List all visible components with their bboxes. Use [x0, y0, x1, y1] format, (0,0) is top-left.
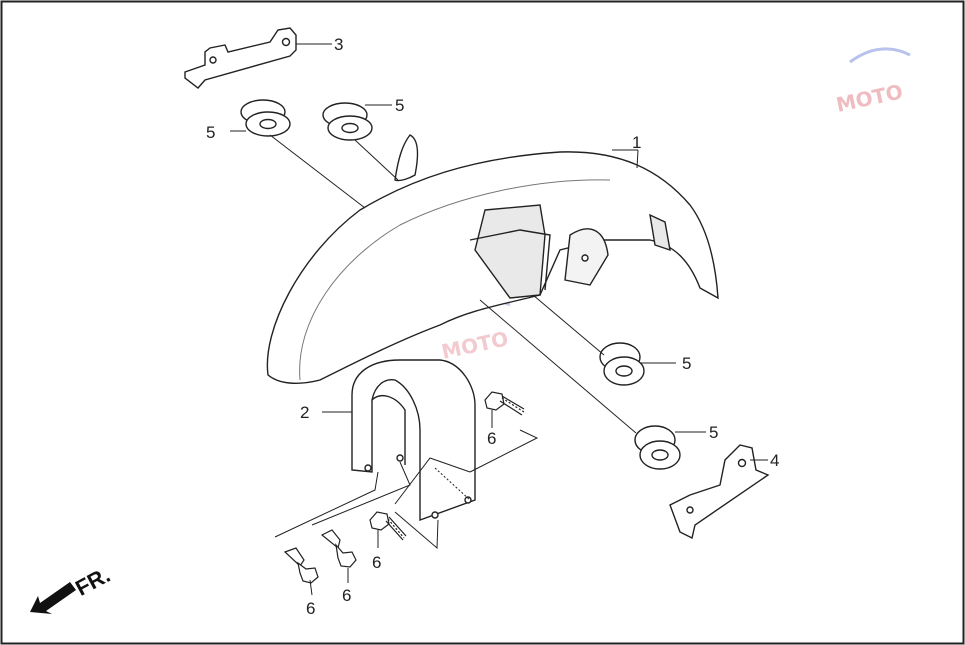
- part-6-bolt-left-middle: [320, 529, 357, 568]
- part-2-fender-brace: [351, 359, 476, 521]
- part-1-front-fender: [266, 134, 719, 384]
- part-5-grommet-top-left: [240, 99, 291, 137]
- part-4-lower-bracket: [669, 444, 770, 540]
- callout-part-5-top-left: 5: [206, 123, 215, 142]
- front-direction-indicator: FR.: [30, 562, 114, 614]
- svg-text:MOTO: MOTO: [439, 326, 510, 364]
- callout-part-5-top-center: 5: [395, 96, 404, 115]
- part-6-bolt-upper-right: [484, 391, 525, 416]
- front-direction-label: FR.: [71, 562, 114, 601]
- svg-text:MOTO: MOTO: [834, 79, 905, 117]
- part-5-grommet-right-upper: [599, 342, 645, 386]
- part-5-grommet-top-center: [322, 102, 373, 141]
- callout-part-2: 2: [300, 403, 309, 422]
- watermark-top-right: MOTO: [834, 47, 911, 117]
- callout-part-5-right-upper: 5: [682, 354, 691, 373]
- callout-part-3: 3: [334, 35, 343, 54]
- callout-part-6-left: 6: [306, 599, 315, 618]
- callout-part-6-upper-right: 6: [487, 429, 496, 448]
- part-3-upper-bracket: [184, 27, 297, 89]
- callout-part-4: 4: [770, 451, 779, 470]
- part-5-grommet-right-lower: [634, 425, 681, 470]
- callout-part-6-left-middle: 6: [342, 586, 351, 605]
- leader-lines: [230, 43, 768, 596]
- callout-part-5-right-lower: 5: [709, 423, 718, 442]
- part-6-bolt-center: [369, 511, 407, 541]
- front-arrow-icon: [30, 582, 76, 614]
- part-6-bolt-left: [283, 547, 319, 584]
- callout-part-1: 1: [632, 133, 641, 152]
- callout-part-6-center: 6: [372, 553, 381, 572]
